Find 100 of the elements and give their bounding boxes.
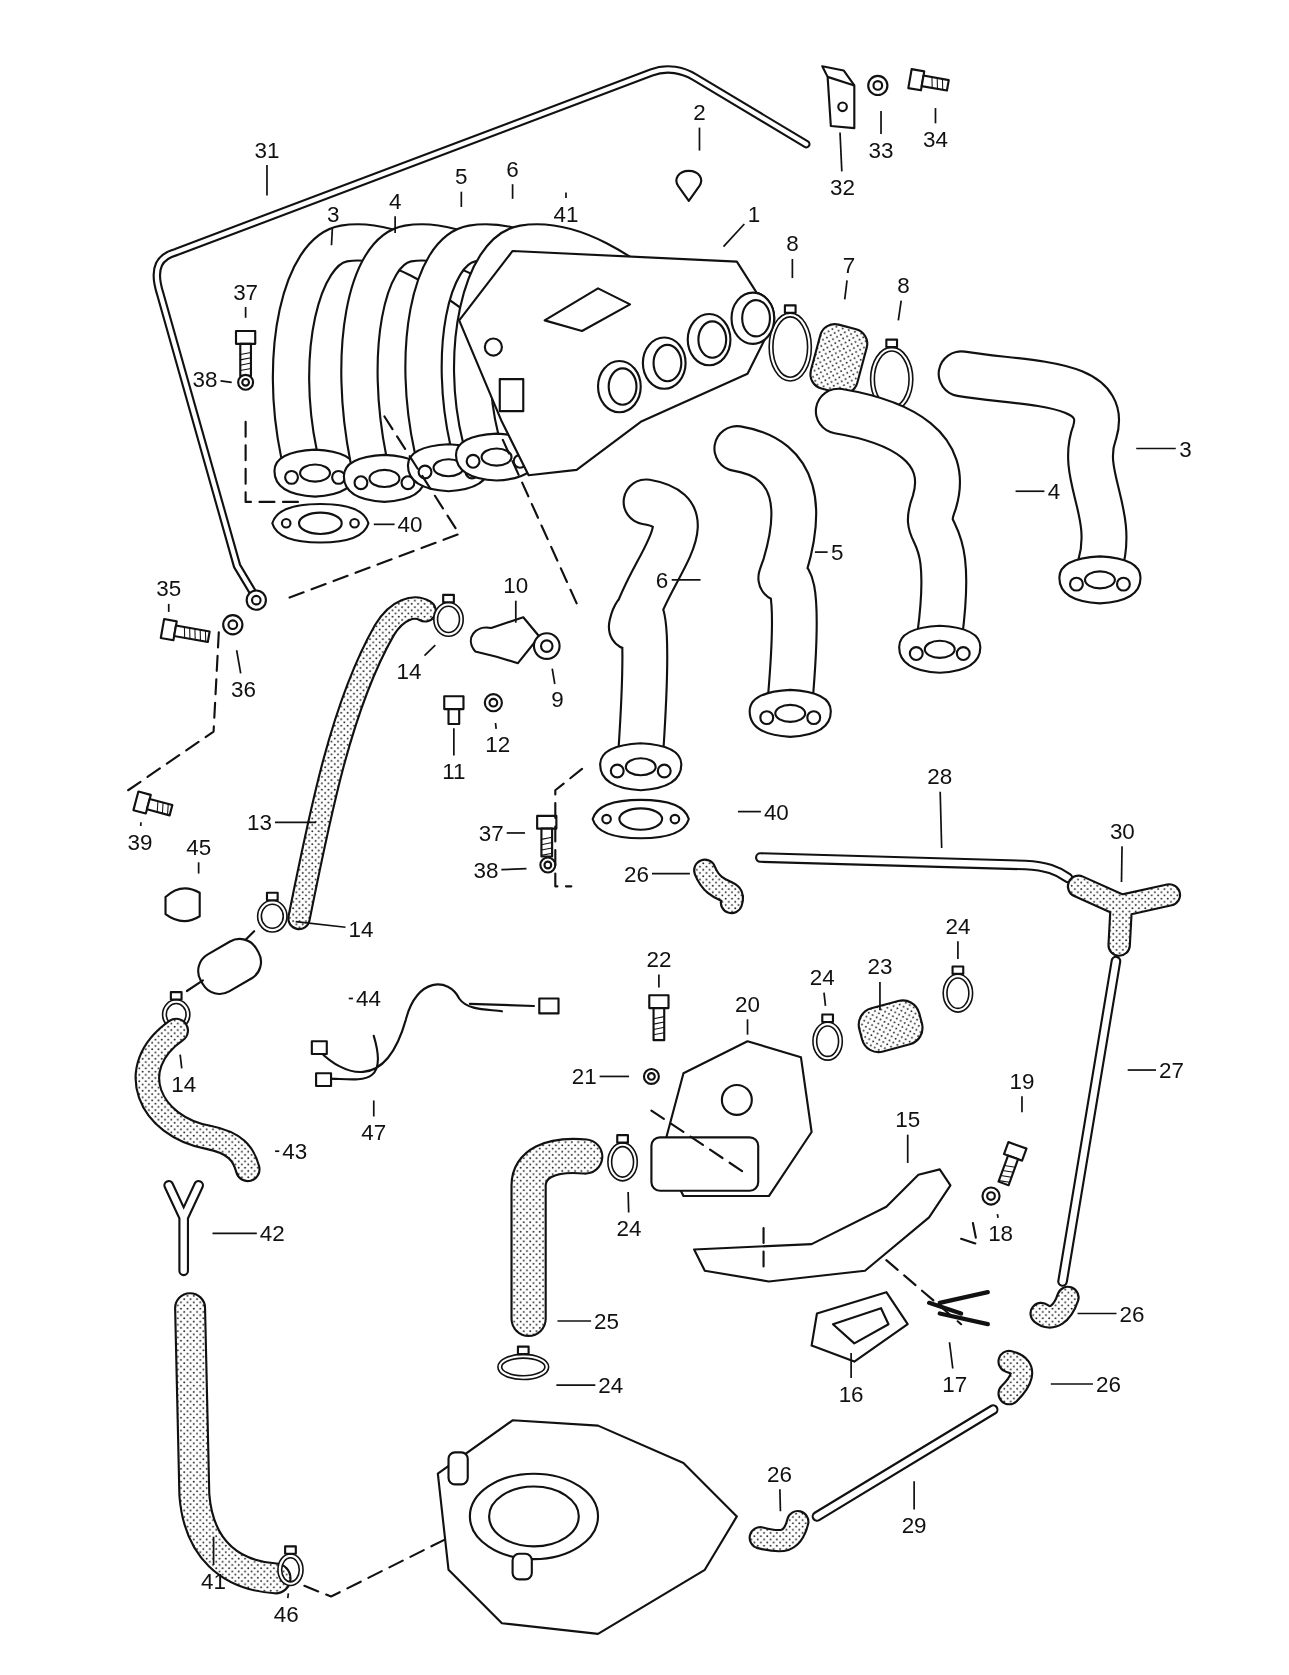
callout-number: 23 [867, 954, 893, 979]
callout-number: 32 [830, 174, 856, 200]
leader-line [658, 973, 660, 989]
leader-line [372, 523, 396, 526]
leader-line [423, 644, 437, 657]
leader-line [494, 722, 497, 730]
leader-line [906, 1133, 909, 1164]
leader-line [294, 920, 347, 929]
leader-line [372, 1099, 375, 1118]
callout-number: 26 [767, 1461, 793, 1486]
leader-line [1014, 490, 1046, 493]
callout-number: 31 [254, 137, 280, 162]
leader-line [212, 1535, 215, 1566]
leader-line [670, 579, 702, 581]
leader-line [939, 791, 943, 849]
leader-line [948, 1341, 954, 1370]
callout-number: 19 [1009, 1068, 1035, 1093]
leader-line [266, 164, 268, 197]
callout-number: 8 [786, 231, 799, 256]
leader-line [698, 126, 701, 152]
callout-number: 26 [624, 861, 649, 886]
leader-line [197, 861, 200, 875]
leader-line [934, 107, 937, 125]
leader-line [453, 727, 455, 757]
callout-number: 24 [809, 964, 835, 990]
leader-line [219, 380, 233, 384]
callout-number: 42 [259, 1221, 285, 1246]
leader-line [737, 810, 762, 813]
leader-line [843, 279, 848, 301]
leader-line [460, 190, 463, 208]
leader-line [598, 1075, 630, 1078]
leader-line [565, 191, 567, 199]
callout-number: 26 [1119, 1301, 1145, 1326]
callout-number: 37 [233, 279, 259, 304]
callout-number: 20 [735, 991, 760, 1017]
callout-number: 10 [503, 572, 529, 598]
callout-number: 3 [1179, 436, 1192, 461]
callout-number: 24 [616, 1215, 642, 1241]
callout-number: 6 [655, 567, 669, 593]
leader-line [139, 821, 142, 827]
callout-number: 38 [473, 858, 499, 883]
callout-number: 1 [747, 201, 761, 226]
leader-line [913, 1480, 915, 1511]
callout-number: 14 [348, 916, 374, 942]
leader-line [897, 299, 903, 322]
callout-number: 16 [838, 1381, 864, 1406]
leader-line [286, 1592, 290, 1599]
callout-number: 27 [1159, 1057, 1184, 1083]
callout-number: 5 [831, 539, 844, 565]
leader-line [1135, 447, 1177, 450]
callout-number: 24 [945, 913, 971, 939]
callout-number: 24 [598, 1372, 624, 1398]
callout-number: 18 [988, 1221, 1014, 1246]
callout-number: 12 [485, 732, 511, 757]
callout-number: 9 [551, 687, 564, 712]
leader-line [850, 1352, 852, 1379]
callout-number: 4 [388, 188, 402, 214]
leader-line [514, 599, 517, 624]
callout-number: 26 [1096, 1371, 1121, 1397]
leader-line [779, 1488, 782, 1513]
callout-number: 33 [868, 137, 894, 162]
leader-line [394, 215, 396, 234]
callout-number: 8 [897, 272, 910, 298]
callout-number: 14 [171, 1071, 197, 1097]
callout-number: 46 [273, 1601, 299, 1626]
leader-line [500, 867, 528, 871]
callout-number: 22 [646, 946, 672, 972]
callout-number: 30 [1109, 818, 1135, 844]
leader-line [505, 832, 526, 834]
leader-line [957, 940, 959, 960]
leader-line [274, 821, 317, 824]
callout-number: 38 [192, 366, 218, 392]
leader-line [823, 991, 827, 1007]
callout-number: 21 [571, 1064, 597, 1089]
leader-line [179, 1053, 183, 1070]
bracket-drawing [821, 65, 856, 130]
leader-line [746, 1018, 749, 1036]
leader-line [244, 306, 247, 319]
callout-number: 7 [842, 252, 856, 278]
leader-line [627, 1191, 630, 1214]
callout-number: 29 [901, 1512, 927, 1538]
leader-line [211, 1232, 258, 1235]
callout-number: 2 [693, 99, 706, 125]
leader-line [1049, 1383, 1094, 1385]
callout-number: 40 [397, 512, 423, 537]
callout-number: 35 [156, 576, 182, 601]
callout-number: 41 [553, 201, 579, 226]
callout-number: 37 [478, 820, 504, 846]
callout-number: 47 [361, 1119, 387, 1145]
callout-number: 6 [506, 156, 519, 181]
leader-line [722, 223, 746, 248]
leader-line [347, 997, 354, 1000]
leader-line [555, 1384, 597, 1386]
callout-number: 3 [326, 201, 340, 226]
leader-line [551, 667, 556, 685]
leader-line [1120, 845, 1123, 883]
callout-number: 43 [282, 1138, 308, 1164]
leader-line [511, 183, 514, 200]
bolt-drawing [443, 695, 465, 726]
leader-line [1021, 1095, 1023, 1114]
